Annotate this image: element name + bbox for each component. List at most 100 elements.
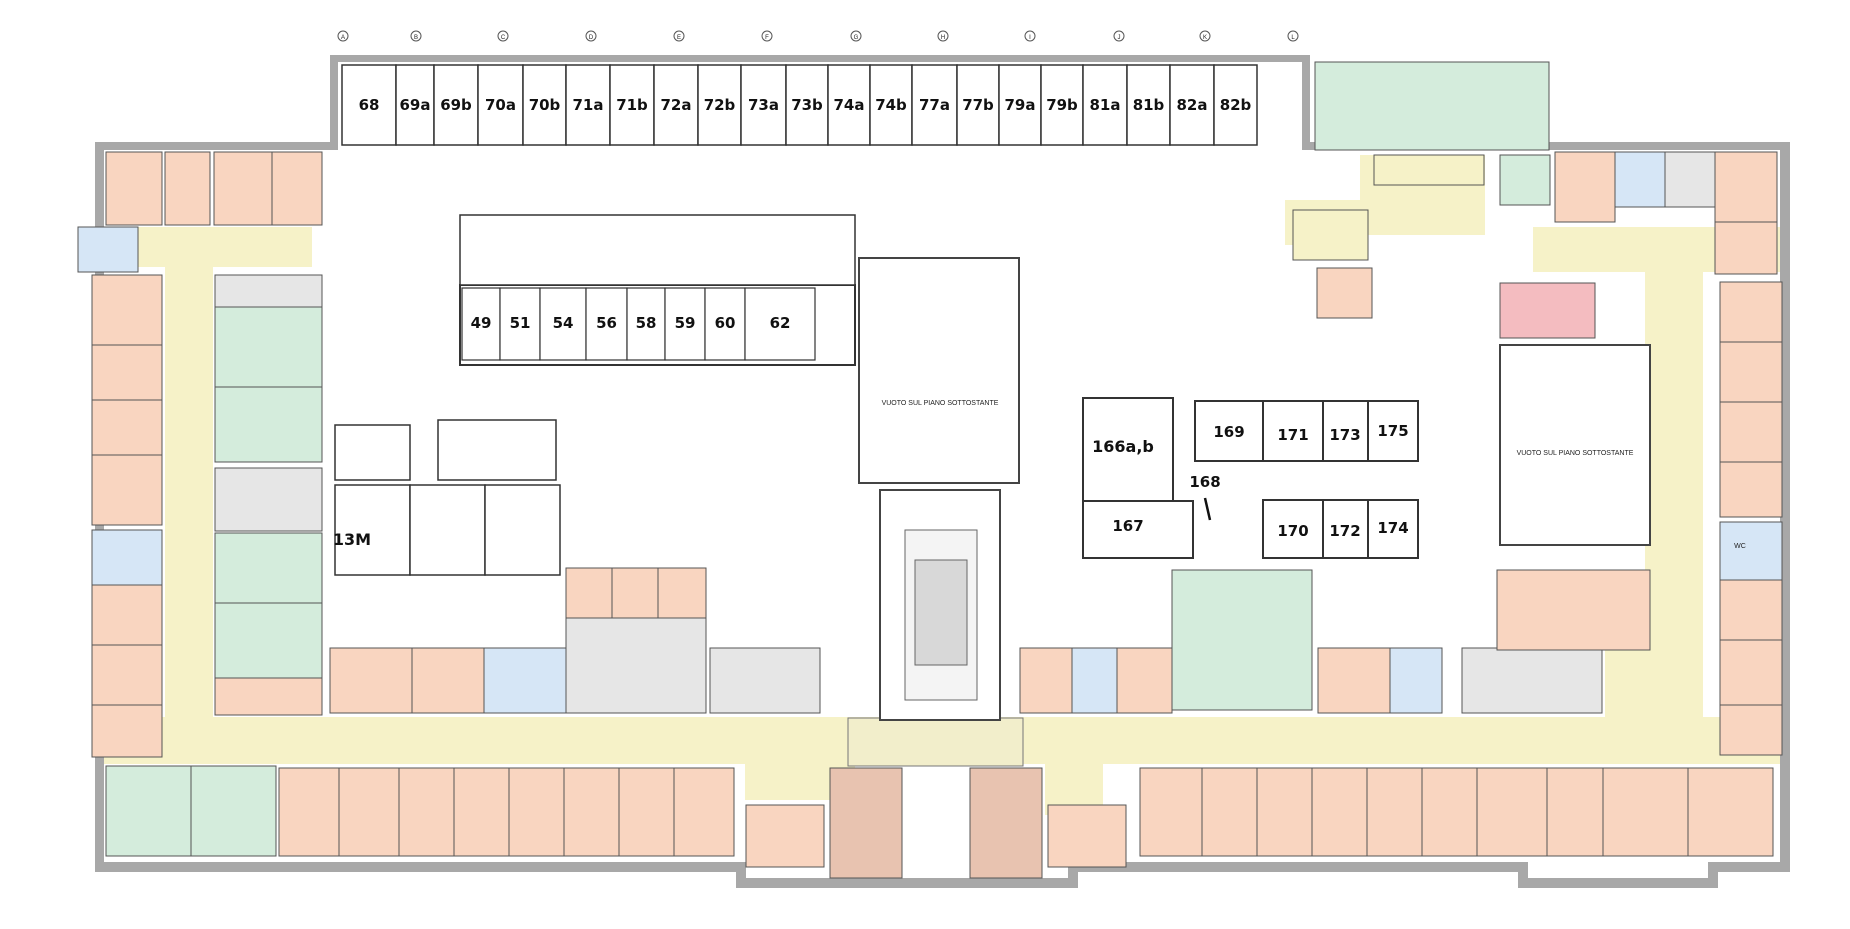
row2-offices: 49 51 54 56 58 59 60 62: [461, 287, 816, 361]
axis-label: A: [341, 35, 345, 41]
void-areas: [858, 257, 1651, 721]
axis-bubble: [937, 30, 949, 42]
room-label: 69b: [440, 96, 472, 114]
axis-bubble: [761, 30, 773, 42]
room-label: 71a: [573, 96, 604, 114]
room-label: 59: [675, 314, 696, 332]
office-cell: [998, 64, 1042, 146]
room-label: 69a: [400, 96, 431, 114]
room-label: 81a: [1090, 96, 1121, 114]
right-interior-rooms: [1082, 397, 1419, 559]
room-label: 77b: [962, 96, 994, 114]
room-label: 73a: [748, 96, 779, 114]
office-cell: [785, 64, 829, 146]
room-label: 73b: [791, 96, 823, 114]
room-label-168: 168: [1189, 473, 1220, 491]
room-label-13m: 13M: [333, 530, 371, 549]
courtyard-rooms: [329, 567, 1603, 714]
axis-bubble: [850, 30, 862, 42]
office-cell: [1169, 64, 1215, 146]
room-label-175: 175: [1377, 422, 1408, 440]
room-label-173: 173: [1329, 426, 1360, 444]
room-label: 56: [596, 314, 617, 332]
room-label: 58: [636, 314, 657, 332]
room-label: 79b: [1046, 96, 1078, 114]
room-label-172: 172: [1329, 522, 1360, 540]
room-label: 54: [553, 314, 574, 332]
axis-bubble: [585, 30, 597, 42]
office-cell: [697, 64, 742, 146]
office-cell: [565, 64, 611, 146]
office-cell: [395, 64, 435, 146]
office-cell: [827, 64, 871, 146]
bottom-offices: [278, 767, 1774, 879]
axis-label: E: [677, 35, 681, 41]
axis-label: L: [1291, 35, 1295, 41]
void-label-right: VUOTO SUL PIANO SOTTOSTANTE: [1517, 450, 1634, 457]
office-cell: [609, 64, 655, 146]
wc-label: WC: [1734, 543, 1746, 550]
office-cell: [1126, 64, 1171, 146]
room-label-166ab: 166a,b: [1092, 437, 1154, 456]
axis-label: F: [765, 35, 769, 41]
axis-label: G: [854, 35, 859, 41]
room-labels: 13M 166a,b 167 168 169 171 173 175 170 1…: [333, 400, 1746, 550]
office-cell: [341, 64, 397, 146]
office-cell: [477, 64, 524, 146]
office-cell: [1040, 64, 1084, 146]
room-label: 68: [359, 96, 380, 114]
axis-label: J: [1118, 35, 1121, 41]
room-label: 74a: [834, 96, 865, 114]
office-cell: [653, 64, 699, 146]
axis-label: C: [501, 35, 506, 41]
room-label: 72a: [661, 96, 692, 114]
room-label: 81b: [1133, 96, 1165, 114]
grid-axes: A B C D E F G H I J K L: [337, 30, 1299, 42]
axis-bubble: [673, 30, 685, 42]
axis-label: B: [414, 35, 418, 41]
axis-label: K: [1203, 35, 1207, 41]
room-label: 82a: [1177, 96, 1208, 114]
office-cell: [704, 287, 746, 361]
room-label: 71b: [616, 96, 648, 114]
axis-bubble: [1287, 30, 1299, 42]
void-label-center: VUOTO SUL PIANO SOTTOSTANTE: [882, 400, 999, 407]
axis-bubble: [1199, 30, 1211, 42]
axis-label: I: [1029, 35, 1031, 41]
room-label-167: 167: [1112, 517, 1143, 535]
office-cell: [626, 287, 666, 361]
room-label: 72b: [704, 96, 736, 114]
main-staircase: [904, 529, 978, 701]
office-cell: [744, 287, 816, 361]
axis-bubble: [337, 30, 349, 42]
right-rooms: [1292, 61, 1783, 756]
axis-bubble: [1024, 30, 1036, 42]
left-labs: [105, 274, 323, 857]
axis-label: H: [941, 35, 945, 41]
room-label: 70b: [529, 96, 561, 114]
axis-bubble: [410, 30, 422, 42]
left-interior-rooms: [334, 419, 561, 576]
office-cell: [1213, 64, 1258, 146]
room-label-174: 174: [1377, 519, 1408, 537]
room-label: 60: [715, 314, 736, 332]
room-label-169: 169: [1213, 423, 1244, 441]
room-label-170: 170: [1277, 522, 1308, 540]
room-label-171: 171: [1277, 426, 1308, 444]
room-label: 77a: [919, 96, 950, 114]
room-label: 49: [471, 314, 492, 332]
office-cell: [956, 64, 1000, 146]
axis-bubble: [1113, 30, 1125, 42]
room-label: 74b: [875, 96, 907, 114]
axis-bubble: [497, 30, 509, 42]
office-cell: [664, 287, 706, 361]
axis-label: D: [589, 35, 594, 41]
office-cell: [1082, 64, 1128, 146]
room-label: 79a: [1005, 96, 1036, 114]
room-label: 51: [510, 314, 531, 332]
left-offices: [77, 151, 323, 758]
room-label: 62: [770, 314, 791, 332]
room-label: 82b: [1220, 96, 1252, 114]
